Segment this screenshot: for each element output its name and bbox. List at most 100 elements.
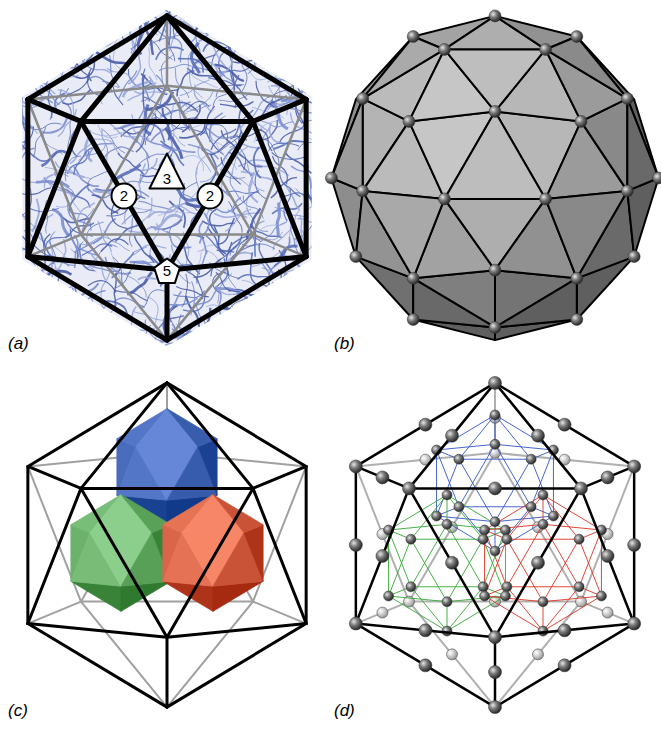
protein-strand bbox=[64, 16, 75, 44]
vertex-sphere bbox=[349, 617, 362, 630]
protein-strand bbox=[195, 1, 222, 21]
protein-strand bbox=[202, 221, 235, 226]
protein-strand bbox=[207, 128, 238, 138]
subunit-line bbox=[543, 596, 601, 631]
protein-strand bbox=[0, 226, 15, 232]
inner-sphere bbox=[538, 597, 548, 607]
protein-strand bbox=[220, 330, 253, 337]
fivefold-pentagon: 5 bbox=[152, 255, 182, 285]
inner-sphere bbox=[480, 525, 490, 535]
protein-strand bbox=[162, 146, 196, 153]
protein-strand bbox=[75, 309, 101, 326]
protein-strand bbox=[57, 0, 68, 13]
protein-strand bbox=[22, 283, 39, 313]
inner-sphere bbox=[548, 511, 558, 521]
protein-strand bbox=[147, 339, 163, 364]
protein-strand bbox=[214, 225, 227, 254]
protein-strand bbox=[269, 317, 297, 335]
inner-sphere bbox=[478, 534, 488, 544]
subunit-line bbox=[543, 495, 601, 530]
protein-strand bbox=[277, 202, 279, 236]
vertex-sphere bbox=[571, 31, 583, 43]
protein-strand bbox=[249, 172, 258, 203]
icosahedron-edge bbox=[356, 624, 495, 708]
icosahedron-edge bbox=[356, 488, 409, 623]
icosahedron-edge bbox=[495, 383, 581, 489]
vertex-sphere bbox=[357, 185, 369, 197]
subunit-line bbox=[411, 539, 483, 540]
protein-strand bbox=[182, 100, 211, 110]
protein-strand bbox=[56, 285, 59, 319]
inner-sphere bbox=[490, 546, 500, 556]
back-sphere bbox=[533, 649, 544, 660]
subunit-line bbox=[543, 524, 579, 586]
red-subunit bbox=[244, 525, 263, 582]
protein-strand bbox=[69, 184, 89, 211]
vertex-sphere bbox=[489, 321, 501, 333]
vertex-sphere bbox=[403, 115, 415, 127]
protein-strand bbox=[321, 57, 350, 70]
protein-strand bbox=[284, 33, 300, 59]
protein-strand bbox=[177, 71, 194, 97]
inner-sphere bbox=[406, 582, 416, 592]
subunit-line bbox=[436, 450, 437, 516]
protein-strand bbox=[306, 200, 336, 211]
twofold-circle: 2 bbox=[110, 182, 138, 210]
protein-strand bbox=[259, 318, 286, 339]
icosahedron-edge bbox=[28, 488, 81, 623]
protein-strand bbox=[0, 212, 15, 237]
protein-strand bbox=[139, 201, 172, 210]
protein-strand bbox=[287, 286, 293, 319]
protein-strand bbox=[0, 204, 12, 225]
protein-strand bbox=[200, 158, 216, 182]
vertex-sphere bbox=[489, 666, 502, 679]
protein-strand bbox=[1, 117, 11, 146]
vertex-sphere bbox=[558, 659, 571, 672]
protein-strand bbox=[12, 246, 19, 278]
icosahedron-edge bbox=[356, 624, 495, 638]
protein-strand bbox=[38, 12, 66, 26]
vertex-sphere bbox=[540, 193, 552, 205]
protein-strand bbox=[198, 245, 218, 266]
protein-strand bbox=[235, 22, 265, 36]
subunit-line bbox=[495, 444, 531, 506]
icosahedron-edge bbox=[167, 16, 253, 122]
protein-strand bbox=[30, 341, 38, 372]
inner-sphere bbox=[454, 502, 464, 512]
back-edge bbox=[409, 602, 495, 708]
protein-strand bbox=[36, 14, 59, 38]
protein-strand bbox=[264, 25, 293, 43]
protein-strand bbox=[275, 286, 295, 314]
subunit-line bbox=[447, 539, 483, 601]
protein-strand bbox=[21, 296, 44, 321]
icosahedron-edge bbox=[167, 121, 253, 270]
protein-strand bbox=[4, 288, 18, 316]
vertex-sphere bbox=[601, 471, 614, 484]
protein-strand bbox=[316, 195, 331, 220]
protein-strand bbox=[26, 206, 59, 212]
inner-sphere bbox=[442, 519, 452, 529]
vertex-sphere bbox=[349, 539, 362, 552]
protein-strand bbox=[66, 300, 81, 330]
icosahedron-edge bbox=[167, 257, 306, 341]
protein-strand bbox=[187, 339, 210, 365]
protein-strand bbox=[247, 27, 260, 57]
protein-strand bbox=[98, 221, 111, 252]
vertex-sphere bbox=[325, 172, 337, 184]
protein-strand bbox=[260, 320, 265, 353]
vertex-sphere bbox=[419, 624, 432, 637]
protein-strand bbox=[236, 22, 266, 33]
protein-strand bbox=[40, 322, 63, 347]
protein-strand bbox=[301, 296, 332, 304]
subunit-line bbox=[485, 596, 543, 602]
back-sphere bbox=[602, 607, 613, 618]
icosahedron-edge bbox=[253, 488, 306, 623]
vertex-sphere bbox=[357, 93, 369, 105]
subunit-line bbox=[389, 495, 447, 530]
vertex-sphere bbox=[376, 549, 389, 562]
protein-strand bbox=[200, 213, 209, 244]
vertex-sphere bbox=[438, 193, 450, 205]
protein-strand bbox=[261, 216, 290, 229]
protein-strand bbox=[114, 2, 145, 11]
subunit-line bbox=[507, 539, 543, 601]
